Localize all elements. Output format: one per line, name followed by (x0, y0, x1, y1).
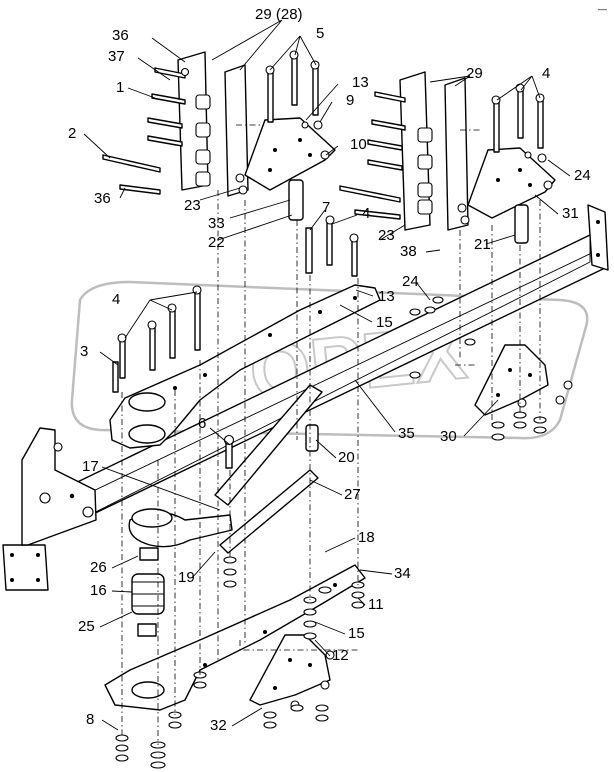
callout-15-upper: 15 (376, 314, 393, 331)
spring-assembly (131, 547, 165, 637)
callout-8: 8 (86, 711, 94, 728)
bottom-plate (249, 634, 335, 710)
callout-24-right: 24 (574, 167, 591, 184)
callout-22: 22 (208, 234, 225, 251)
callout-20: 20 (338, 449, 355, 466)
callout-5: 5 (316, 25, 324, 42)
callout-23-right: 23 (378, 227, 395, 244)
callout-16: 16 (90, 582, 107, 599)
callout-labels: 29 (28) 36 5 37 1 13 29 4 9 2 10 24 36 2… (68, 6, 591, 734)
callout-36-left: 36 (94, 190, 111, 207)
assembly-lines (121, 124, 541, 745)
callout-10: 10 (350, 136, 367, 153)
callout-32: 32 (210, 717, 227, 734)
leader-lines (83, 19, 571, 731)
callout-25: 25 (78, 618, 95, 635)
callout-31: 31 (562, 205, 579, 222)
callout-29-right: 29 (466, 65, 483, 82)
corner-mark: — (598, 4, 607, 14)
right-bracket-assembly (339, 71, 556, 244)
callout-35: 35 (398, 425, 415, 442)
callout-19: 19 (178, 569, 195, 586)
callout-23-left: 23 (184, 197, 201, 214)
callout-4-top-right: 4 (542, 65, 550, 82)
main-beam-35 (39, 204, 609, 531)
callout-17: 17 (82, 458, 99, 475)
callout-9: 9 (346, 92, 354, 109)
mid-bolts (112, 215, 359, 469)
callout-12: 12 (332, 647, 349, 664)
callout-36-top: 36 (112, 27, 129, 44)
callout-4-mid: 4 (362, 205, 370, 222)
callout-6: 6 (198, 415, 206, 432)
callout-13-mid: 13 (378, 288, 395, 305)
callout-27: 27 (344, 486, 361, 503)
callout-11: 11 (368, 596, 384, 613)
callout-34: 34 (394, 565, 411, 582)
washer-stacks (115, 296, 547, 769)
callout-18: 18 (358, 529, 375, 546)
callout-3: 3 (80, 343, 88, 360)
left-bracket-assembly (102, 50, 336, 221)
callout-1: 1 (116, 79, 124, 96)
callout-21: 21 (474, 236, 491, 253)
diagonal-strut (214, 384, 323, 554)
callout-13-top: 13 (352, 74, 369, 91)
swivel-arm (128, 508, 233, 548)
left-end-plate (2, 427, 97, 591)
callout-2: 2 (68, 125, 76, 142)
callout-15-lower: 15 (348, 625, 365, 642)
callout-7: 7 (322, 199, 330, 216)
callout-37: 37 (108, 48, 125, 65)
callout-4-left: 4 (112, 291, 120, 308)
right-lower-plate (474, 344, 573, 416)
callout-26: 26 (90, 559, 107, 576)
callout-33: 33 (208, 215, 225, 232)
callout-38: 38 (400, 243, 417, 260)
callout-24-mid: 24 (402, 273, 419, 290)
callout-29-28: 29 (28) (255, 6, 303, 23)
callout-30: 30 (440, 428, 457, 445)
